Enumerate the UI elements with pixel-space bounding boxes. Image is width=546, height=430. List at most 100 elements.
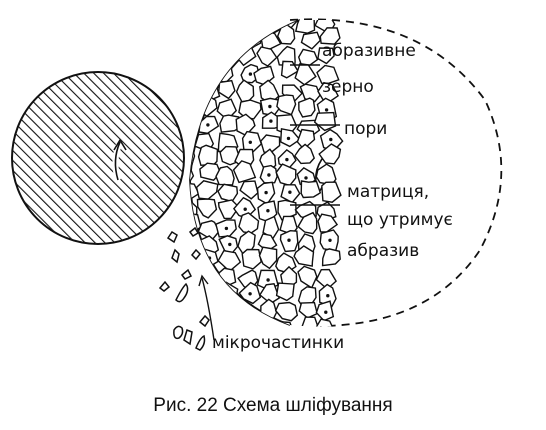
- abrasive-grain: [238, 99, 262, 120]
- label-pores: пори: [344, 119, 387, 139]
- abrasive-grain: [274, 301, 299, 322]
- abrasive-grain: [190, 28, 198, 48]
- abrasive-grain: [201, 299, 223, 318]
- grain-dot: [185, 125, 187, 127]
- grain-dot: [285, 328, 287, 330]
- grain-dot: [187, 21, 189, 23]
- grain-dot: [287, 238, 291, 242]
- abrasive-grain: [294, 20, 316, 34]
- grain-dot: [248, 72, 253, 76]
- grain-dot: [190, 209, 191, 213]
- abrasive-grain: [313, 111, 337, 132]
- label-matrix-line2: що утримує: [347, 210, 453, 230]
- leader-lines: [198, 64, 340, 341]
- abrasive-grain-region: [184, 19, 344, 330]
- abrasive-grain: [190, 47, 196, 69]
- figure-caption: Рис. 22 Схема шліфування: [153, 395, 393, 416]
- abrasive-grain: [255, 20, 280, 32]
- abrasive-grain: [190, 199, 198, 224]
- abrasive-grain: [275, 282, 295, 302]
- abrasive-grain: [196, 198, 218, 219]
- abrasive-grain: [196, 31, 215, 53]
- abrasive-grain: [319, 27, 341, 45]
- abrasive-grain: [217, 296, 238, 320]
- abrasive-grain: [219, 114, 240, 133]
- label-matrix-line3: абразив: [347, 241, 419, 261]
- abrasive-grain: [321, 181, 342, 203]
- abrasive-grain: [275, 163, 297, 187]
- abrasive-grain: [297, 265, 318, 289]
- label-matrix-line1: матриця,: [347, 182, 429, 202]
- abrasive-grain: [318, 143, 342, 165]
- grain-dot: [228, 242, 232, 247]
- abrasive-grain: [232, 160, 257, 184]
- grain-dot: [285, 157, 289, 162]
- abrasive-grain: [298, 97, 316, 118]
- abrasive-grain: [190, 64, 200, 86]
- grain-dot: [224, 23, 228, 27]
- abrasive-grain: [190, 182, 200, 203]
- grain-dot: [190, 221, 193, 225]
- abrasive-grain: [314, 318, 336, 327]
- microparticles: [158, 226, 210, 351]
- abrasive-grain: [240, 27, 262, 50]
- abrasive-grain: [235, 79, 255, 103]
- abrasive-grain: [258, 246, 278, 270]
- abrasive-grain: [199, 162, 222, 181]
- abrasive-grain: [299, 83, 321, 103]
- grain-dot: [206, 123, 210, 127]
- abrasive-grain: [195, 180, 219, 200]
- label-microparticles: мікрочастинки: [212, 333, 344, 353]
- grain-dot: [184, 174, 186, 176]
- abrasive-grain: [259, 298, 278, 319]
- abrasive-grain: [190, 96, 196, 118]
- grain-dot: [324, 108, 329, 112]
- abrasive-grain: [217, 249, 242, 273]
- grain-dot: [268, 104, 272, 109]
- abrasive-grain: [293, 143, 316, 165]
- abrasive-grain: [279, 127, 301, 148]
- abrasive-grain: [217, 45, 238, 66]
- abrasive-grain: [198, 20, 219, 33]
- label-abrasive-grain-line2: зерно: [322, 77, 374, 97]
- abrasive-grain: [215, 27, 236, 51]
- abrasive-grain: [200, 47, 221, 67]
- abrasive-grain: [298, 301, 319, 319]
- abrasive-grain: [300, 316, 321, 327]
- grain-dot: [248, 292, 252, 296]
- abrasive-grain: [200, 64, 219, 87]
- abrasive-grain: [293, 245, 315, 267]
- abrasive-grain: [197, 144, 219, 167]
- abrasive-grain: [241, 248, 262, 270]
- grain-dot: [266, 278, 270, 282]
- abrasive-grain: [239, 180, 259, 200]
- abrasive-grain: [300, 180, 322, 199]
- abrasive-grain: [256, 46, 278, 67]
- abrasive-grain: [190, 301, 203, 321]
- abrasive-grain: [190, 20, 199, 32]
- abrasive-grain: [297, 211, 318, 235]
- abrasive-grain: [217, 79, 236, 100]
- grain-dot: [243, 207, 247, 211]
- abrasive-grain: [212, 60, 234, 84]
- grain-dot: [190, 255, 191, 259]
- abrasive-grain: [300, 31, 322, 50]
- grain-dot: [267, 173, 271, 177]
- abrasive-grain: [199, 81, 221, 102]
- abrasive-grain: [294, 62, 317, 86]
- grain-dot: [224, 226, 229, 231]
- abrasive-grain: [217, 199, 238, 220]
- abrasive-grain: [276, 94, 297, 116]
- abrasive-grain: [276, 23, 296, 45]
- grain-dot: [208, 89, 212, 94]
- grain-dot: [304, 176, 308, 180]
- workpiece: [11, 71, 185, 245]
- abrasive-grain: [198, 248, 219, 269]
- abrasive-grain: [238, 212, 260, 234]
- label-abrasive-grain-line1: абразивне: [322, 41, 416, 61]
- abrasive-grain: [217, 183, 239, 203]
- grain-dot: [328, 238, 332, 243]
- grain-dot: [185, 56, 187, 58]
- grain-dot: [324, 310, 328, 314]
